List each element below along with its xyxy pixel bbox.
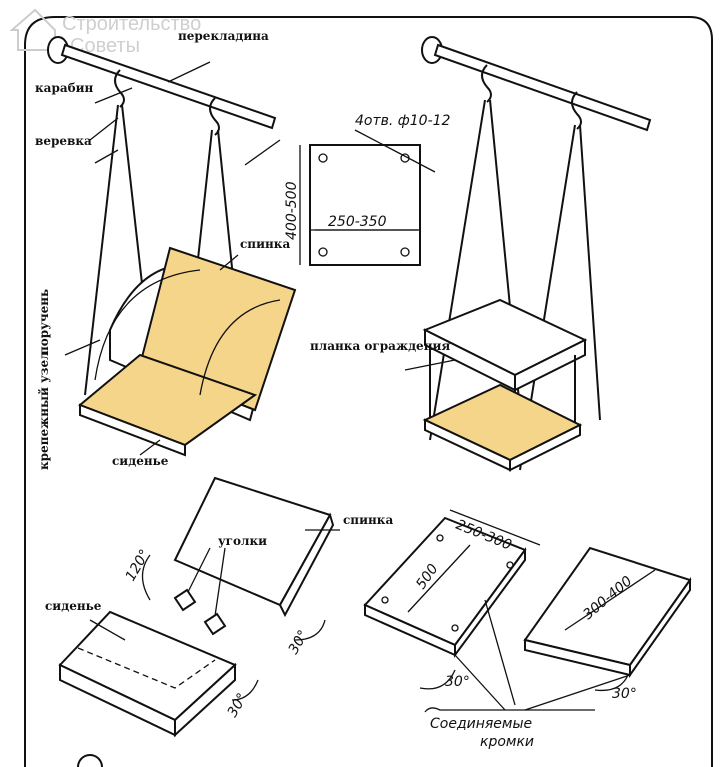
label-handrail: поручень bbox=[37, 289, 51, 355]
swing-with-back bbox=[47, 36, 297, 457]
label-seat: сиденье bbox=[112, 454, 169, 468]
ropes bbox=[84, 104, 246, 426]
label-joined-edges-1: Соединяемые bbox=[430, 716, 532, 732]
label-plate-height: 400-500 bbox=[284, 181, 300, 240]
label-backrest-2: спинка bbox=[343, 513, 393, 527]
label-angle-30-left: 30° bbox=[445, 674, 470, 690]
page-marker bbox=[77, 754, 103, 767]
frame-border bbox=[24, 16, 713, 767]
seat-back-assembly bbox=[58, 476, 335, 738]
swing-with-guard bbox=[421, 36, 652, 472]
label-angle-120: 120° bbox=[123, 547, 154, 584]
crossbar bbox=[60, 43, 277, 130]
label-angle-30-back: 30° bbox=[286, 627, 312, 657]
label-guard-bar: планка ограждения bbox=[310, 339, 450, 353]
watermark-line1: Строительство bbox=[62, 13, 201, 35]
carabiner bbox=[114, 69, 125, 108]
label-backrest: спинка bbox=[240, 237, 290, 251]
label-angle-30-right: 30° bbox=[612, 686, 637, 702]
watermark-line2: Советы bbox=[70, 35, 140, 57]
label-crossbar: перекладина bbox=[178, 29, 269, 43]
label-fastener: крепежный узел bbox=[37, 351, 51, 470]
edge-boards bbox=[363, 509, 692, 713]
angle-brackets bbox=[173, 588, 227, 636]
label-carabiner: карабин bbox=[35, 81, 94, 95]
seat-plate-drawing bbox=[299, 129, 436, 266]
watermark-logo: Строительство Советы bbox=[9, 8, 201, 57]
label-angles: уголки bbox=[218, 534, 267, 548]
label-seat-2: сиденье bbox=[45, 599, 102, 613]
label-holes: 4отв. ф10-12 bbox=[355, 113, 451, 129]
label-plate-width: 250-350 bbox=[328, 214, 387, 230]
label-joined-edges-2: кромки bbox=[480, 734, 534, 750]
handrails bbox=[94, 269, 281, 396]
label-rope: веревка bbox=[35, 134, 92, 148]
